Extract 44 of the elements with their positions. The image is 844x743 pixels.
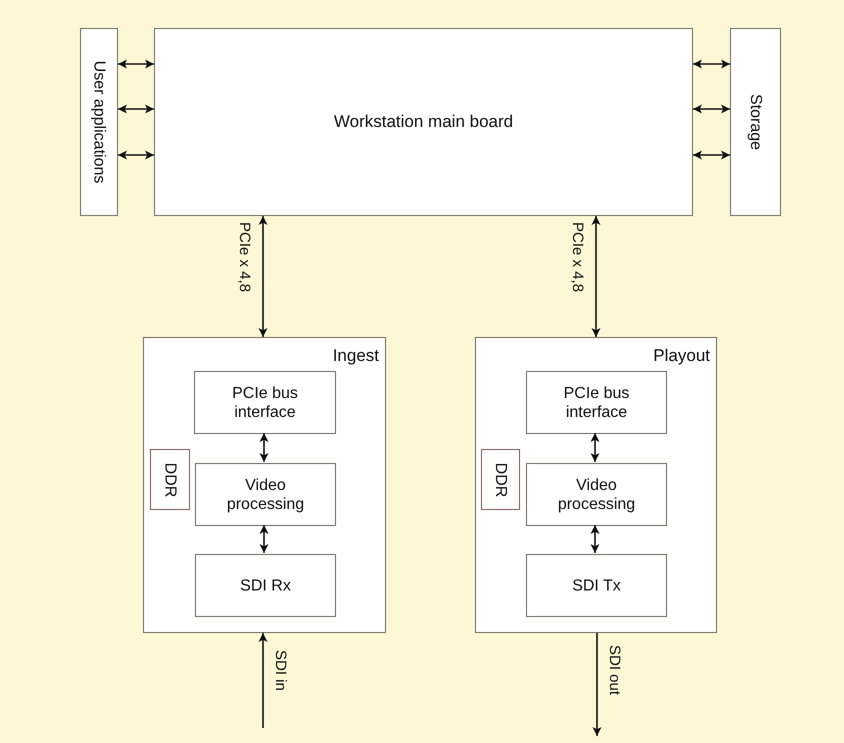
- block-box: [526, 371, 667, 434]
- block-box: [526, 463, 667, 526]
- panel-title: Ingest: [332, 346, 379, 366]
- block-label: Workstation main board: [332, 112, 514, 132]
- memory-box: [150, 449, 190, 510]
- arrow: [592, 633, 602, 736]
- block-label: Video processing: [226, 475, 306, 514]
- arrow: [260, 433, 268, 462]
- arrow: [590, 433, 600, 462]
- arrow: [118, 104, 154, 114]
- edge-label: PCIe x 4,8: [236, 222, 253, 292]
- arrow: [693, 150, 730, 160]
- block-box: [194, 371, 336, 434]
- block-label: PCIe bus interface: [562, 383, 630, 422]
- board-panel: [475, 337, 717, 633]
- block-label: Storage: [746, 94, 766, 150]
- arrow: [258, 216, 268, 337]
- arrow: [693, 104, 730, 114]
- board-panel: [143, 337, 386, 633]
- arrow: [592, 216, 600, 337]
- arrow: [118, 60, 154, 68]
- panel-title: Playout: [653, 346, 710, 366]
- block-label: Video processing: [556, 475, 636, 514]
- block-box: [526, 554, 667, 617]
- block-label: SDI Tx: [571, 576, 622, 596]
- edge-label: SDI in: [272, 650, 289, 691]
- arrow: [118, 150, 154, 160]
- block-label: DDR: [160, 462, 180, 497]
- arrow: [693, 60, 730, 68]
- block-label: SDI Rx: [239, 576, 292, 596]
- arrow: [590, 525, 600, 553]
- block-label: PCIe bus interface: [231, 383, 299, 422]
- block-label: User applications: [90, 60, 109, 184]
- block-box: [154, 28, 693, 216]
- block-box: [80, 28, 118, 216]
- memory-box: [481, 449, 520, 510]
- block-box: [195, 463, 336, 526]
- arrow: [258, 633, 268, 728]
- block-label: DDR: [491, 462, 510, 497]
- block-box: [195, 554, 336, 617]
- edge-label: SDI out: [606, 645, 623, 696]
- edge-label: PCIe x 4,8: [569, 222, 586, 292]
- block-box: [730, 28, 781, 216]
- arrow: [260, 525, 268, 553]
